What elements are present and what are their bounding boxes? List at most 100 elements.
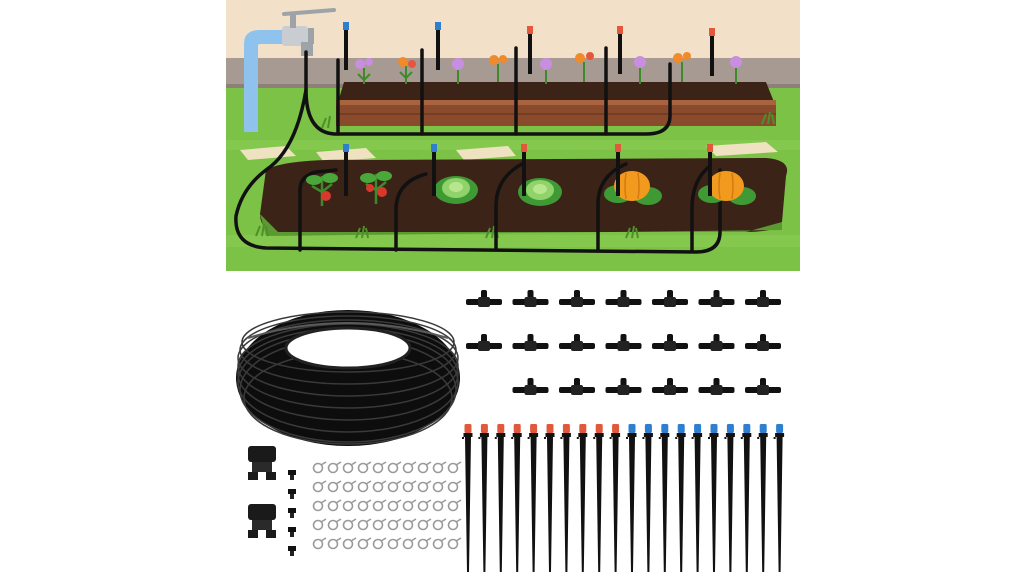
red-drip-stake [478, 424, 489, 572]
hose-clamp [387, 480, 402, 493]
hose-clamp [327, 480, 342, 493]
hose-clamp [342, 499, 357, 512]
hose-clamp [372, 518, 387, 531]
tee-connector [559, 290, 595, 307]
kit-contents-svg [236, 290, 785, 572]
red-drip-stake [593, 424, 604, 572]
red-drip-stake [544, 424, 555, 572]
faucet [244, 8, 336, 132]
hose-clamp [372, 480, 387, 493]
tee-connector [698, 378, 735, 395]
blue-drip-stake [708, 424, 719, 572]
hose-clamp [312, 461, 327, 474]
hose-clamp [312, 518, 327, 531]
tubing-coil [236, 310, 460, 446]
tee-connector [466, 290, 502, 307]
kit-contents [226, 278, 800, 575]
tee-connector [745, 290, 781, 307]
hose-clamp [402, 499, 417, 512]
hose-clamp [432, 480, 447, 493]
tee-connector [559, 378, 595, 395]
tee-connector [512, 334, 549, 351]
hose-clamp [327, 499, 342, 512]
scene-stakes [343, 22, 715, 196]
blue-drip-stake [691, 424, 703, 572]
hose-clamp [387, 499, 402, 512]
red-drip-stake [609, 424, 621, 572]
hose-clamp [387, 537, 402, 550]
hose-clamp [432, 518, 447, 531]
tee-connector [652, 334, 688, 351]
tomato-plant [360, 171, 392, 204]
hose-clamp [357, 461, 372, 474]
tee-connector [605, 290, 642, 307]
end-plug [288, 508, 296, 518]
hose-clamp [447, 461, 462, 474]
end-plug [288, 546, 296, 556]
drip-stakes [462, 424, 785, 572]
tee-connector [698, 334, 735, 351]
cabbage [434, 176, 478, 204]
hose-clamp [372, 537, 387, 550]
blue-drip-stake [773, 424, 785, 572]
hose-clamp [342, 480, 357, 493]
tee-connector [652, 378, 688, 395]
hose-clamp [357, 480, 372, 493]
hose-clamp [387, 518, 402, 531]
tee-connector [745, 334, 781, 351]
tee-connector [605, 378, 642, 395]
blue-drip-stake [740, 424, 752, 572]
garden-scene-svg [226, 0, 800, 271]
tee-connector [559, 334, 595, 351]
faucet-adapters [248, 446, 276, 538]
hose-clamp [417, 480, 432, 493]
tomato-plant [306, 173, 338, 206]
hose-clamp [447, 499, 462, 512]
tee-connector [698, 290, 735, 307]
hose-clamp [402, 518, 417, 531]
hose-clamp [447, 480, 462, 493]
hose-clamp [342, 461, 357, 474]
red-drip-stake [527, 424, 539, 572]
red-drip-stake [576, 424, 588, 572]
hose-clamp [432, 499, 447, 512]
hose-clamp [342, 537, 357, 550]
blue-drip-stake [757, 424, 768, 572]
tee-connector [745, 378, 781, 395]
end-plug [288, 527, 296, 537]
tee-connectors [466, 290, 781, 395]
blue-drip-stake [626, 424, 637, 572]
hose-clamp [312, 537, 327, 550]
hose-clamp [447, 537, 462, 550]
red-drip-stake [560, 424, 571, 572]
hose-clamp [357, 537, 372, 550]
red-drip-stake [511, 424, 522, 572]
hose-clamp [372, 461, 387, 474]
hose-clamp [447, 518, 462, 531]
hose-clamp [327, 518, 342, 531]
blue-drip-stake [658, 424, 670, 572]
hose-clamp [357, 499, 372, 512]
hose-clamp [402, 537, 417, 550]
hose-clamp [312, 480, 327, 493]
tee-connector [512, 290, 549, 307]
red-drip-stake [462, 424, 473, 572]
grass-tufts [255, 111, 775, 239]
hose-clamp [417, 499, 432, 512]
hose-clamps [312, 461, 462, 550]
hose-clamp [327, 461, 342, 474]
hose-clamp [387, 461, 402, 474]
back-bed-flowers [355, 52, 742, 84]
irrigation-tubing [234, 46, 722, 254]
hose-clamp [327, 537, 342, 550]
end-plugs [288, 470, 296, 556]
hose-clamp [402, 461, 417, 474]
hose-clamp [372, 499, 387, 512]
hose-clamp [312, 499, 327, 512]
tee-connector [512, 378, 549, 395]
hose-clamp [432, 537, 447, 550]
hose-clamp [432, 461, 447, 474]
end-plug [288, 470, 296, 480]
hose-clamp [342, 518, 357, 531]
blue-drip-stake [724, 424, 735, 572]
